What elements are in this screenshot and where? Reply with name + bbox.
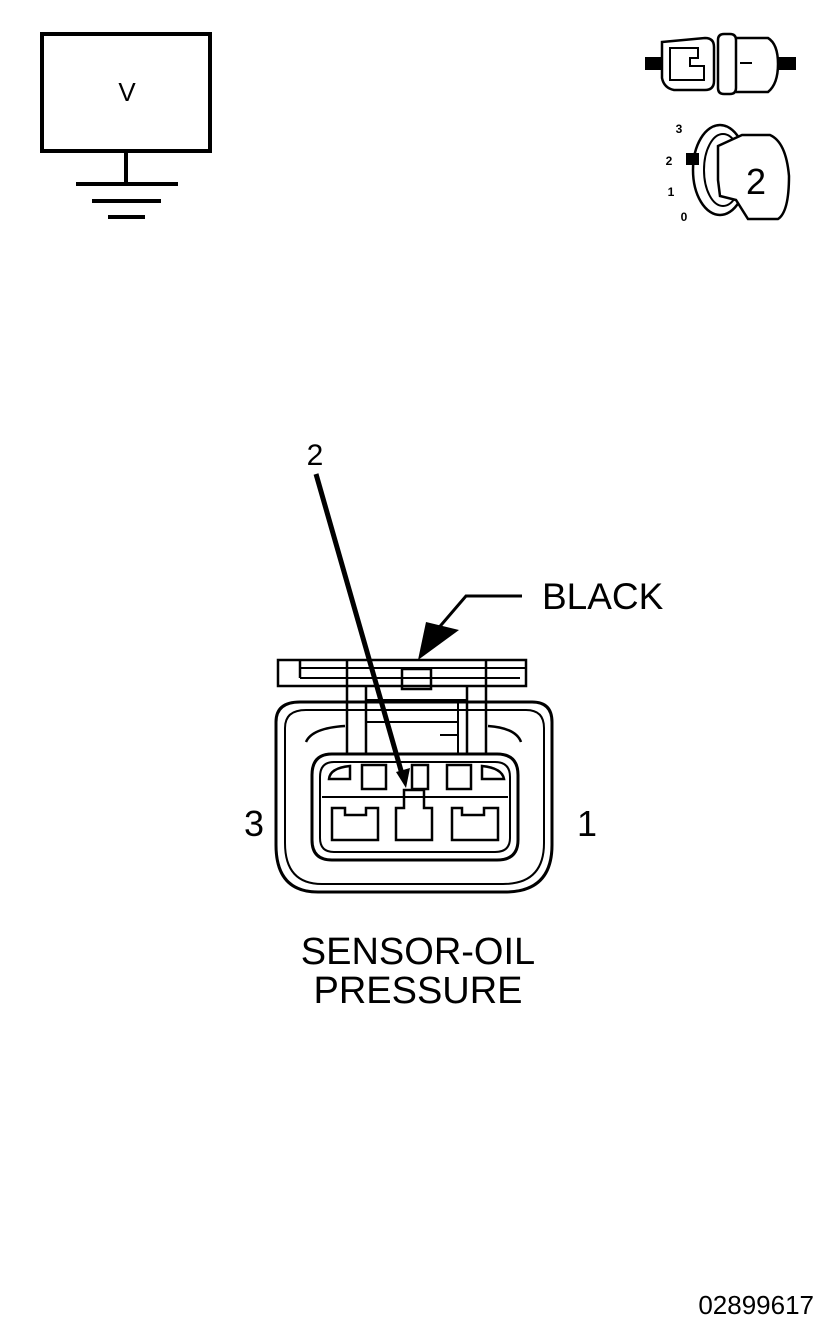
- voltmeter-icon: [40, 32, 212, 219]
- pin-pointer-label: 2: [307, 439, 324, 472]
- left-pin-label: 3: [244, 803, 264, 844]
- connector-color-label: BLACK: [542, 576, 664, 617]
- ignition-position-1: 1: [668, 185, 675, 199]
- connector-cavity: [310, 752, 520, 862]
- ignition-position-3: 3: [676, 122, 683, 136]
- ignition-selected-position: 2: [746, 161, 766, 202]
- connector-name-line-1: SENSOR-OIL: [301, 931, 535, 973]
- connector-name-line-2: PRESSURE: [313, 970, 522, 1012]
- right-pin-label: 1: [577, 803, 597, 844]
- connector-pin-3: [330, 806, 380, 842]
- disconnected-connector-icon: [645, 32, 796, 96]
- color-leader-arrow: [418, 594, 522, 660]
- ignition-position-0: 0: [681, 210, 688, 224]
- connector-pin-2: [394, 788, 434, 842]
- connector-pin-1: [450, 806, 500, 842]
- ignition-key-icon: [686, 123, 791, 221]
- connector-body: [274, 658, 554, 894]
- pin-pointer-arrow: [313, 473, 410, 788]
- voltmeter-symbol: V: [118, 77, 136, 107]
- ignition-position-2: 2: [666, 154, 673, 168]
- figure-number: 02899617: [698, 1290, 814, 1320]
